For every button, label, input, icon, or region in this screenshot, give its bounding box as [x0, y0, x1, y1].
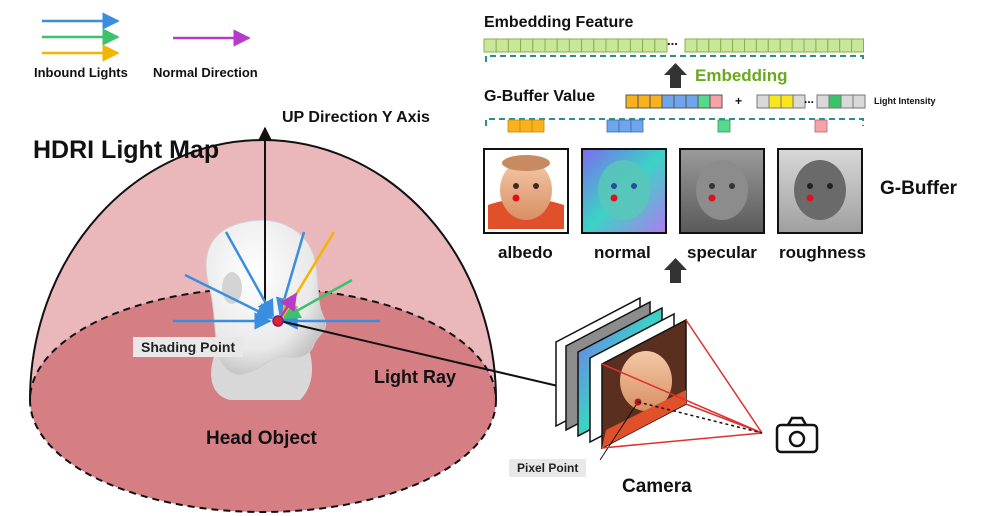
- embedding-cell: [544, 38, 558, 53]
- light-arrow-blue: [224, 231, 275, 318]
- hdri-light-map-label: HDRI Light Map: [33, 136, 220, 164]
- light-intensity-cell: [828, 94, 842, 109]
- inbound-light-arrows: [173, 231, 380, 330]
- embedding-cell: [684, 38, 698, 53]
- embedding-cell: [483, 38, 497, 53]
- embedding-cell: [495, 38, 509, 53]
- embedding-cell: [581, 38, 595, 53]
- embedding-cell: [803, 38, 817, 53]
- legend: [42, 12, 251, 62]
- embedding-cell: [720, 38, 734, 53]
- gbuffer-label: G-Buffer: [880, 178, 958, 199]
- light-intensity-cell: [780, 94, 794, 109]
- embedding-cell: [779, 38, 793, 53]
- up-direction-label: UP Direction Y Axis: [282, 109, 430, 126]
- pixel-point-label: Pixel Point: [509, 459, 587, 477]
- embedding-cell: [593, 38, 607, 53]
- gbuffer-thumb-albedo: [483, 148, 569, 234]
- gbuffer-thumb-specular: [679, 148, 765, 234]
- buffer-label-albedo: albedo: [498, 243, 553, 262]
- embedding-cell: [520, 38, 534, 53]
- intensity-ellipsis: ...: [804, 92, 815, 106]
- embedding-cell: [791, 38, 805, 53]
- embedding-cell: [815, 38, 829, 53]
- embedding-feature-bar: [483, 38, 864, 53]
- shading-point-dot: [272, 315, 284, 327]
- light-intensity-cell: [816, 94, 830, 109]
- buffer-label-normal: normal: [594, 243, 651, 262]
- embedding-cell: [851, 38, 864, 53]
- gbuffer-value-cell: [697, 94, 711, 109]
- camera-icon: [775, 416, 819, 454]
- gbuffer-value-cell: [625, 94, 639, 109]
- light-intensity-cell: [852, 94, 866, 109]
- embedding-cell: [642, 38, 656, 53]
- embedding-ellipsis: ...: [667, 33, 678, 48]
- embedding-cell: [568, 38, 583, 53]
- gbuffer-bracket: [485, 118, 864, 126]
- embedding-cell: [605, 38, 619, 53]
- camera-label: Camera: [622, 476, 692, 497]
- camera-frustum: [601, 319, 763, 449]
- plus-sign: +: [735, 94, 743, 108]
- gbuffer-value-cell: [673, 94, 687, 109]
- embedding-label: Embedding: [695, 66, 788, 85]
- gbuffer-value-cell: [649, 94, 663, 109]
- embedding-cell: [507, 38, 522, 53]
- light-intensity-cell: [840, 94, 854, 109]
- embedding-cell: [767, 38, 781, 53]
- legend-inbound-label: Inbound Lights: [34, 65, 128, 80]
- embedding-cell: [839, 38, 853, 53]
- light-intensity-cell: [768, 94, 782, 109]
- gbuffer-value-cell: [685, 94, 699, 109]
- light-intensity-label: Light Intensity: [874, 96, 936, 106]
- embedding-cell: [744, 38, 757, 53]
- gbuffer-value-cell: [637, 94, 651, 109]
- gbuffer-sample-cells: [507, 119, 828, 133]
- gbuffer-thumb-roughness: [777, 148, 863, 234]
- gbuffer-value-cell: [661, 94, 675, 109]
- head-object-label: Head Object: [206, 428, 317, 449]
- gbuffer-value-label: G-Buffer Value: [484, 88, 596, 105]
- embedding-cell: [732, 38, 745, 53]
- embedding-cell: [696, 38, 710, 53]
- shading-point-label: Shading Point: [133, 337, 244, 357]
- embedding-up-arrow: [664, 63, 687, 88]
- gbuffer-thumb-normal: [581, 148, 667, 234]
- gbuffer-value-bar: [625, 94, 866, 109]
- buffer-label-specular: specular: [687, 243, 757, 262]
- embedding-cell: [755, 38, 769, 53]
- embedding-cell: [827, 38, 841, 53]
- embedding-feature-label: Embedding Feature: [484, 14, 634, 31]
- embedding-cell: [617, 38, 631, 53]
- legend-normal-label: Normal Direction: [153, 65, 258, 80]
- light-intensity-cell: [792, 94, 806, 109]
- embedding-bracket: [485, 55, 864, 62]
- light-arrow-blue: [184, 273, 274, 320]
- pixel-point-leader: [599, 401, 639, 461]
- gbuffer-up-arrow: [664, 258, 687, 283]
- light-ray-label: Light Ray: [374, 367, 457, 387]
- embedding-cell: [556, 38, 570, 53]
- embedding-cell: [708, 38, 722, 53]
- light-ray-line: [279, 320, 559, 387]
- embedding-cell: [629, 38, 644, 53]
- light-intensity-cell: [756, 94, 770, 109]
- embedding-cell: [532, 38, 546, 53]
- embedding-cell: [654, 38, 668, 53]
- buffer-label-roughness: roughness: [779, 243, 866, 262]
- gbuffer-value-cell: [709, 94, 723, 109]
